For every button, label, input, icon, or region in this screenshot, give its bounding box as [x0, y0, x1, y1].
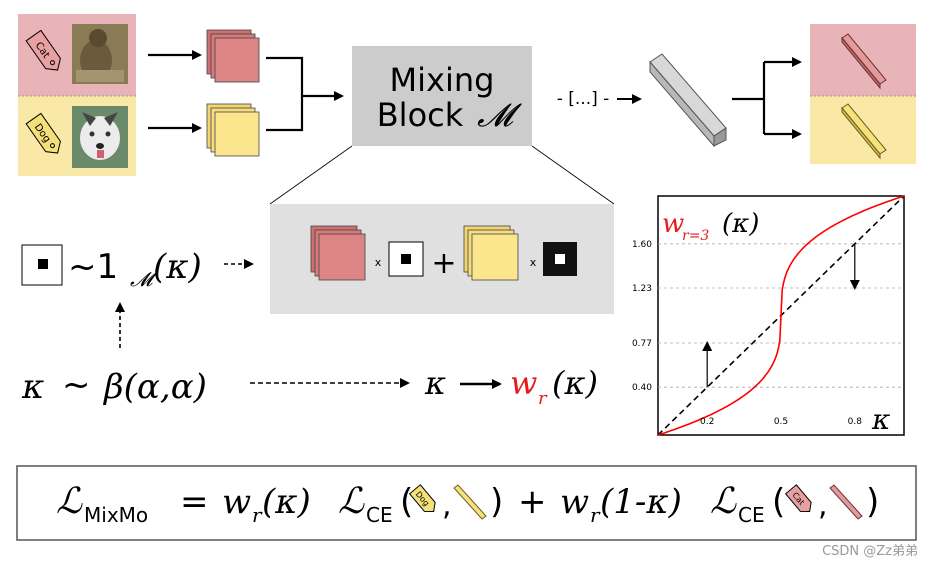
mask-dog-stack: [463, 225, 519, 281]
loss-plus: +: [518, 482, 547, 522]
loss-box: [16, 465, 917, 541]
zoom-line-right: [531, 145, 615, 205]
loss-ce2: CE: [738, 503, 765, 527]
sampling-formula: κ ~ β(α,α): [21, 365, 207, 407]
loss-open2: (: [772, 482, 785, 522]
dense-layer-prism: [649, 53, 727, 148]
loss-formula: ℒ MixMo = w r (κ) ℒ CE ( Dog , ) + w r (…: [16, 465, 917, 541]
loss-L: ℒ: [56, 481, 83, 522]
loss-comma1: ,: [442, 488, 452, 523]
plot-gridlines: [658, 243, 904, 388]
mask-panel: x + x: [270, 204, 614, 314]
loss-eq: =: [180, 482, 209, 522]
weight-sub: r: [538, 388, 548, 409]
cat-output-prism: [841, 33, 887, 90]
loss-w2: w: [560, 482, 589, 522]
weight-plot: 0.40 0.77 1.23 1.60 0.2 0.5 0.8 w r=3 (κ) κ: [632, 195, 905, 436]
mask-tilde-one: ~1: [68, 247, 118, 287]
dog-feature-stack: [206, 103, 260, 157]
mixing-block-line2: Block: [377, 96, 464, 134]
loss-dog-tag-icon: Dog: [408, 484, 436, 512]
plot-x-axis-label: κ: [871, 403, 890, 436]
loss-r1: r: [252, 503, 263, 527]
output-panel: [810, 24, 916, 164]
watermark: CSDN @Zz弟弟: [822, 544, 918, 559]
input-panel: Cat Dog: [18, 14, 136, 176]
sampling-tilde: ~: [62, 365, 91, 405]
loss-comma2: ,: [818, 488, 828, 523]
loss-mixmo: MixMo: [84, 503, 148, 527]
times-sign-2: x: [530, 256, 537, 269]
plot-series: [657, 195, 905, 436]
sampling-kappa: κ: [21, 367, 44, 407]
plot-title-arg: (κ): [722, 209, 759, 239]
plot-title-w: w: [662, 209, 684, 239]
merge-connector: [266, 56, 304, 132]
dog-tag-icon: Dog: [25, 112, 61, 154]
weight-formula: κ w r (κ): [424, 364, 598, 409]
ellipsis-label: - [...] -: [557, 89, 610, 109]
dog-output-prism: [841, 103, 887, 160]
zoom-line-left: [269, 145, 353, 205]
cat-photo: [72, 24, 128, 84]
plot-y-tick-label: 1.60: [632, 240, 652, 250]
plot-y-tick-label: 0.40: [632, 383, 652, 393]
plot-y-ticks: 0.40 0.77 1.23 1.60: [632, 240, 652, 393]
loss-w1: w: [222, 482, 251, 522]
plot-weight-curve: [657, 195, 905, 436]
mask-arg: (κ): [153, 247, 202, 287]
loss-close2: ): [866, 482, 879, 522]
loss-cat-tag-icon: Cat: [784, 484, 812, 512]
mixing-block-line1: Mixing: [390, 61, 495, 99]
loss-ce1: CE: [366, 503, 393, 527]
dog-photo: [72, 106, 128, 168]
weight-kappa: κ: [424, 364, 446, 402]
loss-r2: r: [590, 503, 601, 527]
loss-dog-prism-icon: [453, 484, 487, 520]
plot-y-tick-label: 0.77: [632, 339, 652, 349]
binary-mask-icon: [388, 241, 424, 277]
mask-formula: ~1 𝓜 (κ): [21, 244, 254, 291]
plus-sign: +: [431, 246, 456, 281]
times-sign-1: x: [375, 256, 382, 269]
cat-feature-stack: [206, 29, 260, 83]
cat-tag-icon: Cat: [25, 29, 61, 71]
plot-x-tick-label: 0.2: [700, 417, 714, 427]
mask-cat-stack: [310, 225, 366, 281]
inverse-mask-icon: [543, 242, 577, 276]
mixing-block: Mixing Block 𝓜: [352, 46, 532, 146]
plot-y-tick-label: 1.23: [632, 284, 652, 294]
loss-cat-prism-icon: [829, 484, 863, 520]
weight-arg: (κ): [552, 364, 598, 402]
plot-x-tick-label: 0.5: [774, 417, 788, 427]
loss-close1: ): [490, 482, 503, 522]
plot-arrows: [702, 243, 860, 388]
plot-x-tick-label: 0.8: [848, 417, 863, 427]
plot-title-sub: r=3: [682, 228, 709, 244]
loss-L-ce1: ℒ: [338, 481, 365, 522]
loss-arg2: (1-κ): [600, 482, 682, 522]
sampling-beta: β(α,α): [102, 367, 207, 407]
loss-arg1: (κ): [262, 482, 311, 522]
weight-w: w: [510, 364, 537, 402]
plot-x-ticks: 0.2 0.5 0.8: [700, 417, 862, 427]
loss-L-ce2: ℒ: [710, 481, 737, 522]
loss-open1: (: [400, 482, 413, 522]
